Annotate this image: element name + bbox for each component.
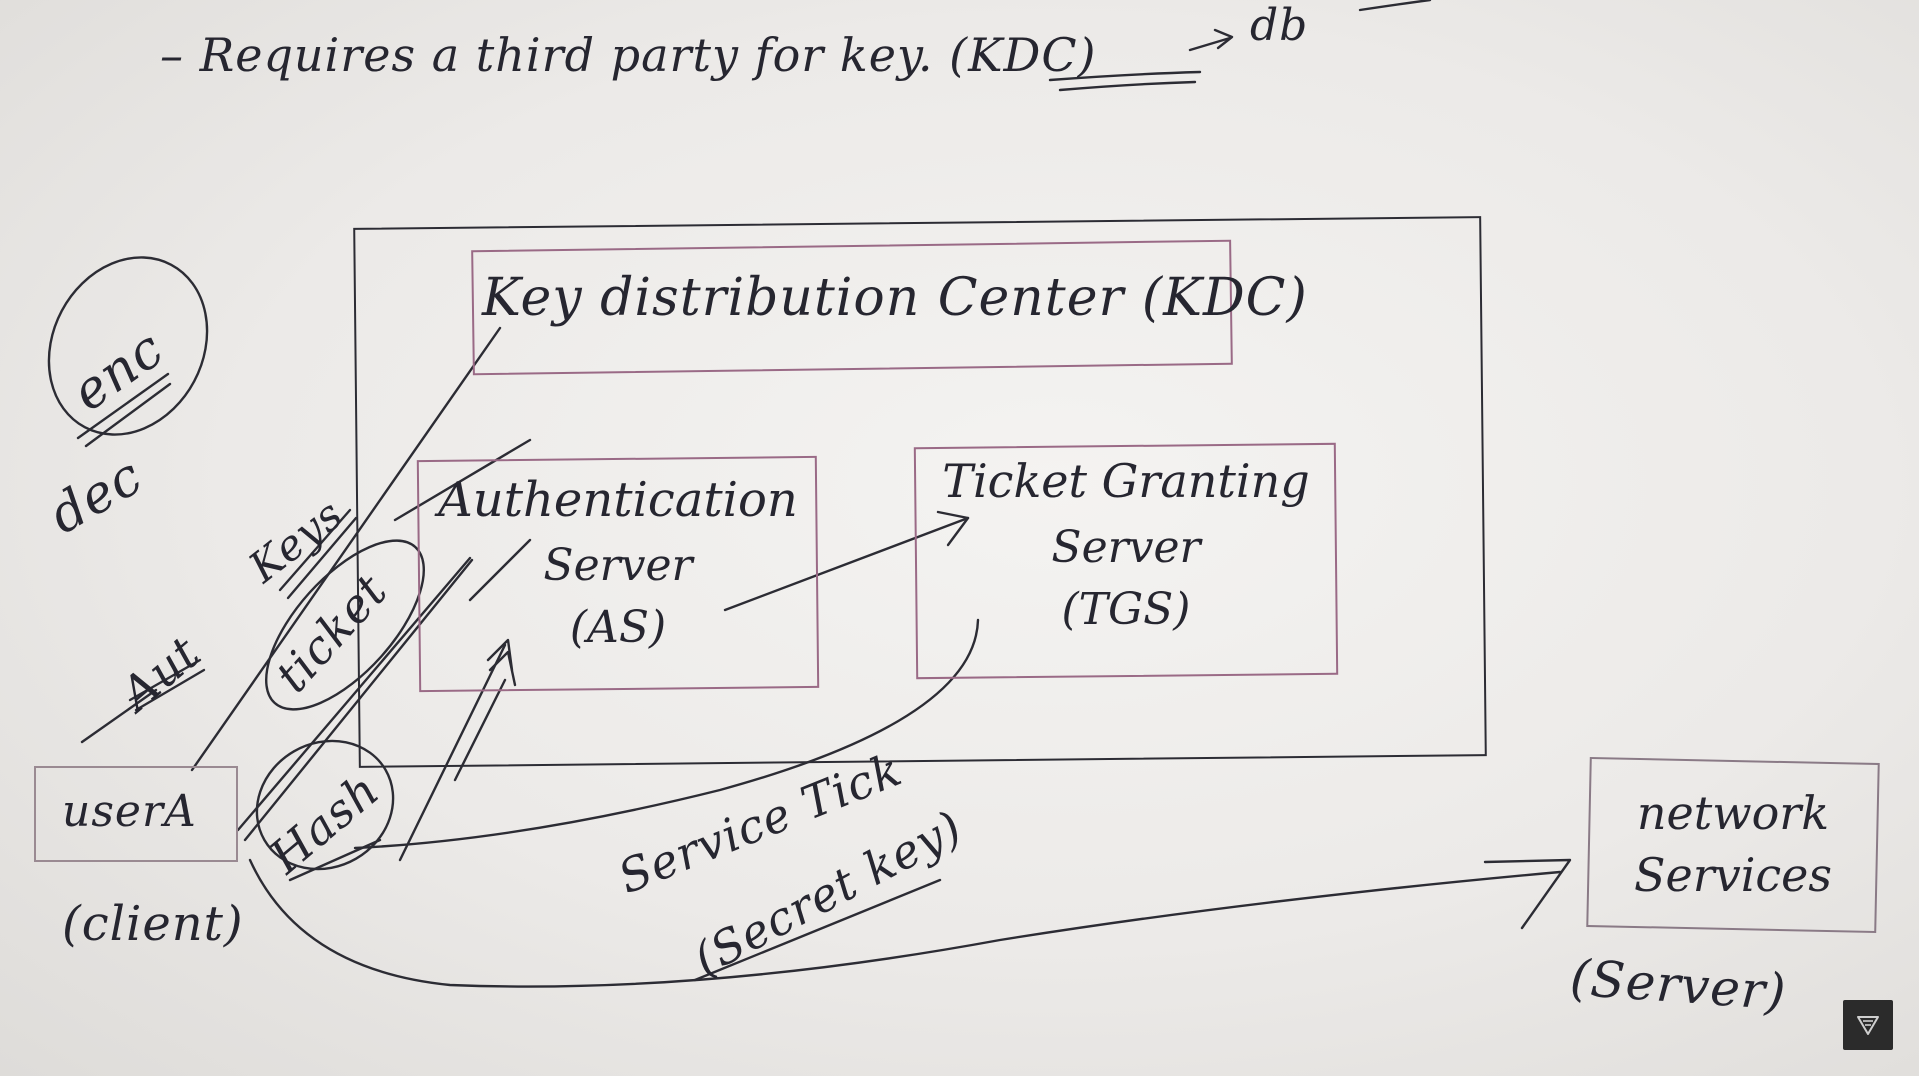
as-line2: Server <box>543 540 693 591</box>
as-line1: Authentication <box>438 472 798 528</box>
tgs-label: Ticket Granting Server (TGS) <box>915 458 1337 632</box>
secret-key-underline <box>693 878 942 982</box>
hash-to-network-curve <box>248 858 1562 988</box>
ticket-circle <box>265 539 425 711</box>
kdc-underline-2 <box>1058 80 1197 92</box>
network-line2: Services <box>1633 848 1832 902</box>
enc-underline-2 <box>84 382 172 448</box>
network-caption: (Server) <box>1568 948 1789 1022</box>
video-brand-icon <box>1857 1016 1879 1035</box>
user-to-as-line-2 <box>243 558 474 842</box>
header-squiggle <box>1358 0 1432 12</box>
hash-to-as-arrowhead-2 <box>488 650 517 687</box>
user-to-kdc-line <box>190 326 502 772</box>
aut-underline <box>128 658 202 702</box>
as-label: Authentication Server (AS) <box>418 476 818 650</box>
tgs-line2: Server <box>1051 522 1201 573</box>
tgs-line1: Ticket Granting <box>942 454 1310 508</box>
client-box <box>34 766 238 862</box>
tgs-to-hash-curve <box>353 618 980 850</box>
header-kdc-ref: (KDC) <box>949 28 1097 82</box>
tgs-line3: (TGS) <box>1061 584 1191 635</box>
video-brand-button[interactable] <box>1843 1000 1893 1050</box>
client-caption: (client) <box>62 896 244 952</box>
network-services-label: network Services <box>1588 790 1878 898</box>
header-note: – Requires a third party for key. (KDC) <box>160 32 1096 78</box>
keys-underline <box>278 508 352 592</box>
as-line-fragment-2 <box>393 438 532 522</box>
keys-underline-2 <box>286 516 358 600</box>
enc-circle <box>47 256 209 436</box>
hash-to-as-arrow <box>398 643 507 862</box>
hash-to-as-arrow-2 <box>453 678 507 782</box>
as-to-tgs-arrowhead <box>936 510 970 547</box>
kdc-title: Key distribution Center (KDC) <box>482 268 1308 328</box>
hash-to-network-arrowhead <box>1483 858 1572 930</box>
aut-underline-2 <box>134 668 206 712</box>
user-to-as-line <box>236 556 472 832</box>
header-note-text: – Requires a third party for key. <box>160 28 934 82</box>
header-arrow <box>1188 36 1232 52</box>
kdc-underline <box>1048 70 1202 82</box>
client-box-label: userA <box>62 786 197 837</box>
hash-circle <box>255 739 395 871</box>
as-line3: (AS) <box>569 602 667 653</box>
enc-underline <box>76 372 170 440</box>
aut-arrow <box>80 688 158 744</box>
header-arrow-head <box>1213 28 1234 50</box>
as-line-fragment <box>468 538 532 602</box>
network-line1: network <box>1636 786 1830 840</box>
header-db-note: db <box>1250 0 1309 51</box>
as-to-tgs-arrow <box>723 516 970 612</box>
